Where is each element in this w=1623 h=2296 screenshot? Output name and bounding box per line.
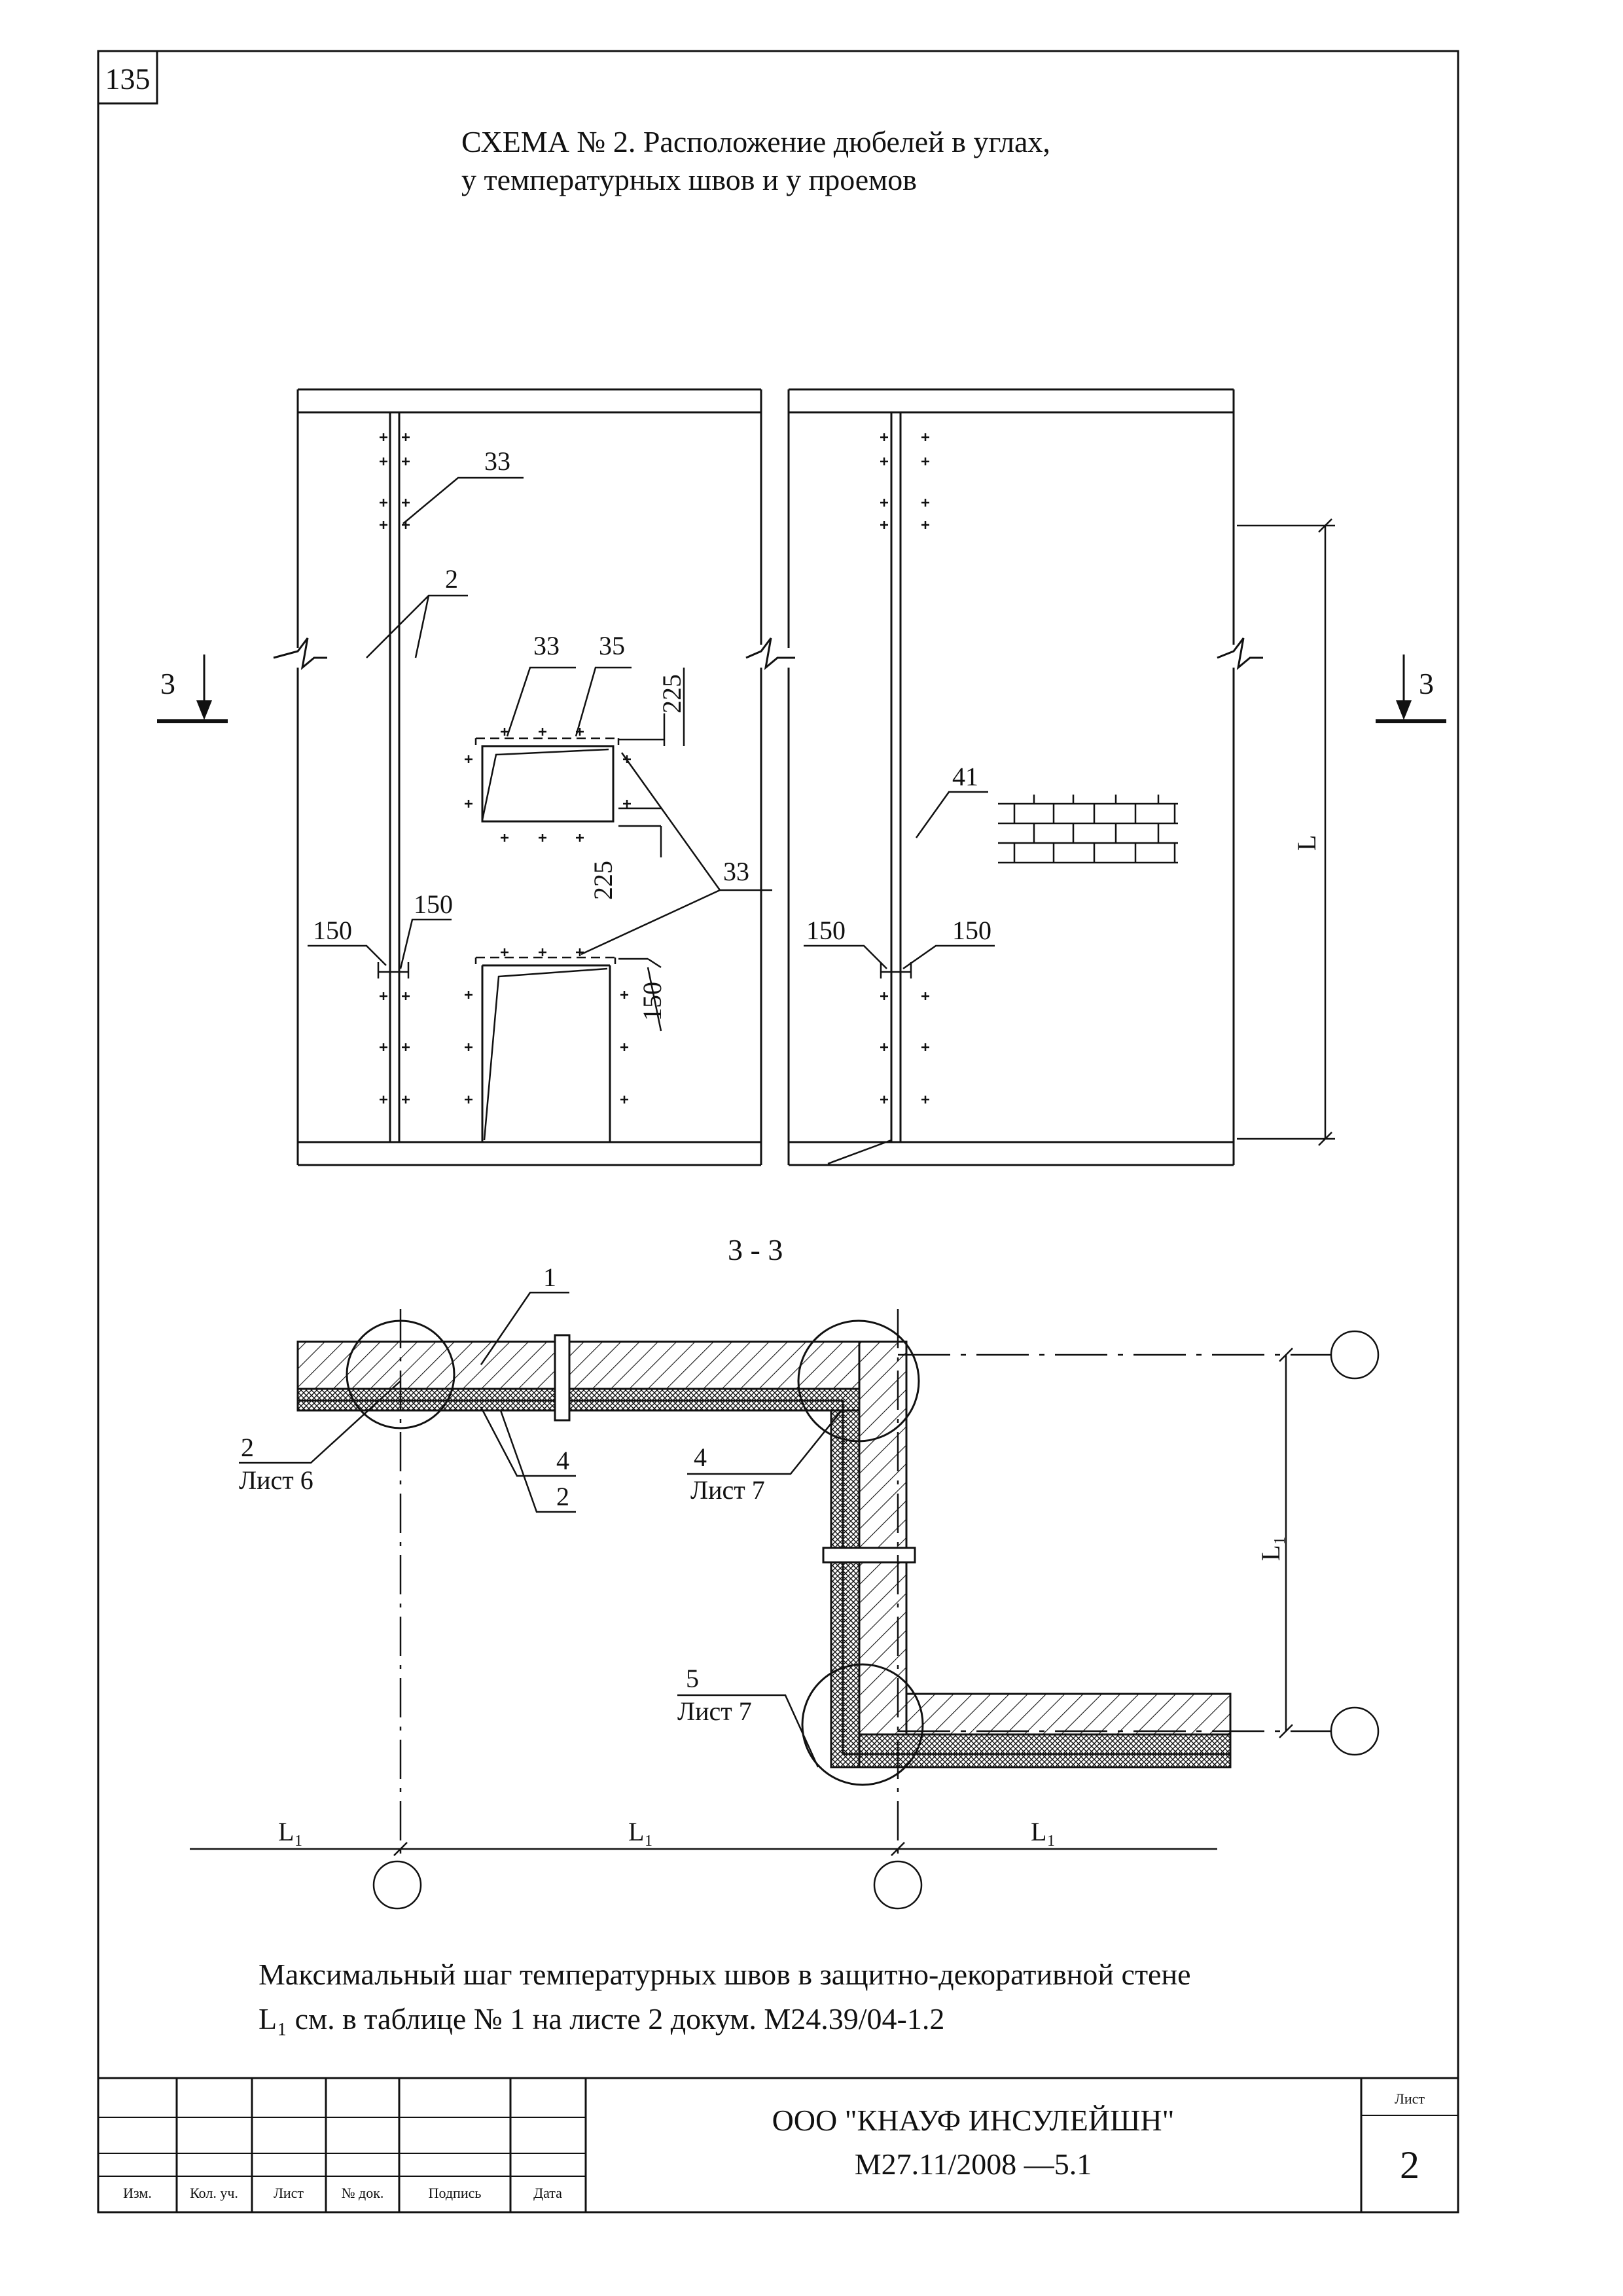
note-line2: L₁ см. в таблице № 1 на листе 2 докум. М… <box>259 2002 944 2036</box>
elevation-left-panel <box>273 388 795 1166</box>
callout-2-bottom: 2 <box>556 1482 569 1511</box>
section-wall <box>296 1334 1232 1768</box>
section-title: 3 - 3 <box>728 1233 783 1266</box>
tb-company: ООО "КНАУФ ИНСУЛЕЙШН" <box>772 2104 1175 2137</box>
ref-5-num: 5 <box>686 1664 699 1693</box>
dowels-right-panel <box>880 433 929 1103</box>
dim-225-top: 225 <box>657 674 687 713</box>
ref-2-sheet: Лист 6 <box>239 1465 313 1495</box>
ref-4-sheet: Лист 7 <box>690 1475 765 1505</box>
drawing-title-line2: у температурных швов и у проемов <box>461 163 917 196</box>
tb-doc-code: М27.11/2008 —5.1 <box>855 2147 1092 2181</box>
elevation-leaders <box>308 476 1335 1146</box>
tb-col-list: Лист <box>274 2185 304 2201</box>
page-number: 135 <box>105 62 151 96</box>
section-marker-right <box>1376 655 1446 723</box>
callout-41: 41 <box>952 762 978 791</box>
frame <box>97 50 1459 2214</box>
dim-L1-vertical: L₁ <box>1256 1536 1285 1561</box>
callout-33-top: 33 <box>484 446 510 476</box>
dim-L1-a: L₁ <box>278 1817 303 1846</box>
tb-col-date: Дата <box>533 2185 562 2201</box>
section-leaders <box>239 1291 845 1768</box>
note-line1: Максимальный шаг температурных швов в за… <box>259 1958 1191 1991</box>
section-marker-left-label: 3 <box>160 667 175 700</box>
dim-225-bottom: 225 <box>588 861 618 900</box>
dowels-left-panel <box>380 433 631 1103</box>
dim-150-door: 150 <box>637 982 667 1021</box>
elevation-right-panel <box>787 388 1263 1166</box>
ref-4-num: 4 <box>694 1443 707 1472</box>
callout-1: 1 <box>543 1263 556 1292</box>
callout-35: 35 <box>599 631 625 660</box>
tb-col-doc: № док. <box>342 2185 384 2201</box>
section-axes <box>190 1309 1380 1910</box>
tb-col-sign: Подпись <box>429 2185 482 2201</box>
dim-150-right-b: 150 <box>952 916 991 945</box>
tb-col-izm: Изм. <box>123 2185 152 2201</box>
callout-33-openings: 33 <box>723 857 749 886</box>
dim-150-left-a: 150 <box>313 916 352 945</box>
dim-L1-b: L₁ <box>628 1817 653 1846</box>
tb-sheet-number: 2 <box>1400 2144 1419 2187</box>
dim-150-right-a: 150 <box>806 916 846 945</box>
dim-L: L <box>1292 835 1321 851</box>
callout-33-window: 33 <box>533 631 560 660</box>
ref-5-sheet: Лист 7 <box>677 1696 752 1726</box>
ref-2-num: 2 <box>241 1433 254 1462</box>
section-marker-right-label: 3 <box>1419 667 1434 700</box>
tb-col-kol: Кол. уч. <box>190 2185 238 2201</box>
drawing-title-line1: СХЕМА № 2. Расположение дюбелей в углах, <box>461 125 1050 158</box>
title-block <box>98 2077 1458 2212</box>
callout-2: 2 <box>445 564 458 594</box>
callout-4: 4 <box>556 1446 569 1475</box>
tb-sheet-label: Лист <box>1395 2090 1425 2107</box>
dim-150-left-b: 150 <box>414 889 453 919</box>
section-marker-left <box>157 655 228 723</box>
dim-L1-c: L₁ <box>1031 1817 1056 1846</box>
